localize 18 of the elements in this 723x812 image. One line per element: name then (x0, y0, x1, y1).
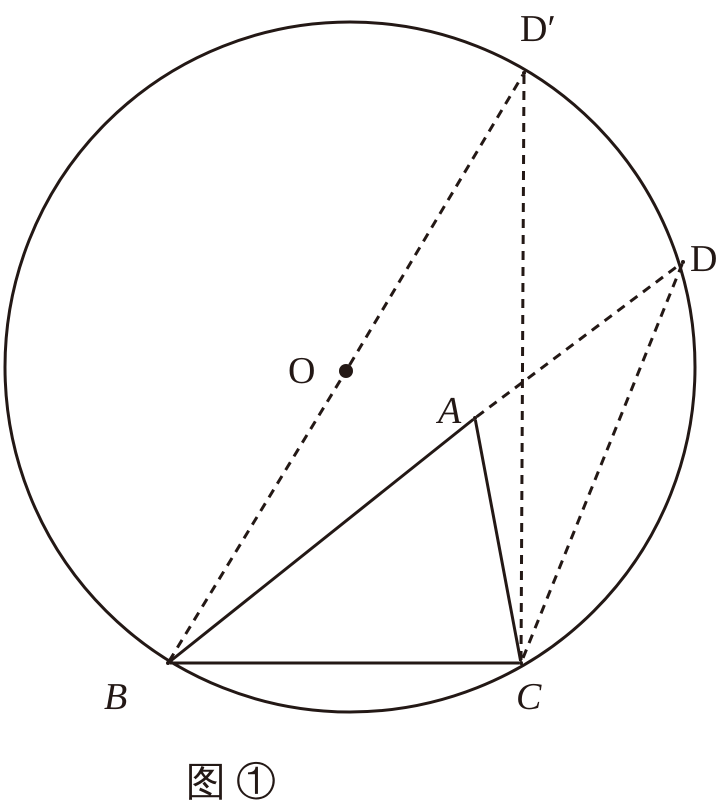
vertex-point (519, 661, 523, 665)
point-label: C (516, 678, 542, 716)
dashed-line (520, 75, 526, 661)
line-segment (168, 418, 474, 663)
center-point (339, 364, 353, 378)
line-segment (170, 662, 519, 664)
vertex-point (166, 661, 170, 665)
vertex-point (522, 71, 526, 75)
point-label: B (104, 678, 128, 716)
dashed-line (348, 74, 524, 366)
vertex-point (681, 260, 685, 264)
point-label: A (438, 392, 462, 430)
point-label: O (288, 352, 316, 390)
vertex-point (473, 416, 477, 420)
line-segment (474, 420, 522, 662)
figure-caption: 图 ① (186, 762, 276, 802)
point-label: D (690, 240, 718, 278)
point-label: D′ (520, 10, 556, 48)
